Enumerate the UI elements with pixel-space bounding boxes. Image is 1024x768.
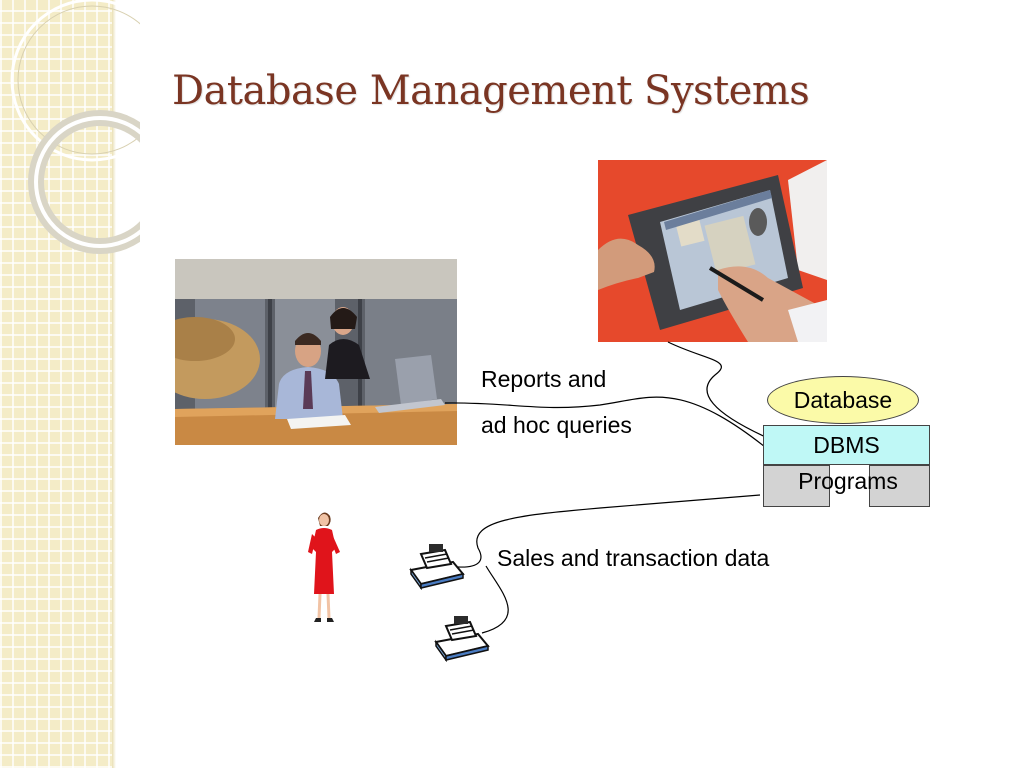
programs-label: Programs [798, 468, 898, 494]
programs-block-left [763, 465, 830, 507]
tablet-connector [667, 341, 771, 440]
side-band-edge [112, 0, 116, 768]
office-photo [175, 259, 457, 445]
programs-block-right [869, 465, 930, 507]
woman-in-red-dress-icon [308, 512, 340, 622]
slide-title: Database Management Systems [172, 68, 810, 114]
dbms-box: DBMS [763, 425, 930, 465]
tablet-photo [598, 160, 827, 342]
database-node: Database [767, 376, 919, 424]
reports-label-line2: ad hoc queries [481, 412, 632, 438]
sales-label: Sales and transaction data [497, 545, 770, 571]
decorative-rings [10, 0, 140, 254]
cash-register-icon [434, 616, 490, 662]
cash-register-icon [409, 544, 465, 590]
reports-label-line1: Reports and [481, 366, 607, 392]
